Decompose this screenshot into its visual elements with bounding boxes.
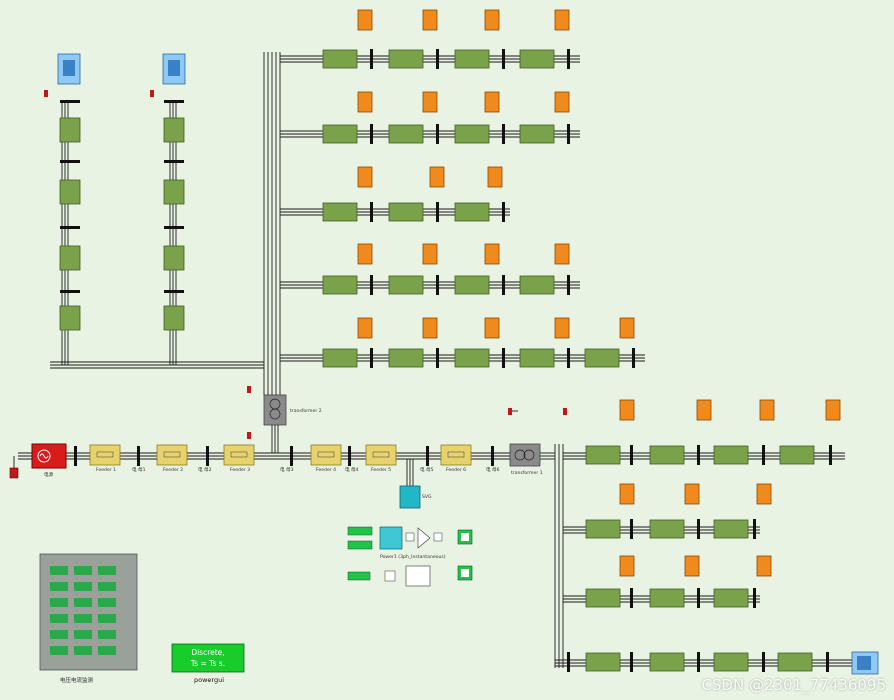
main-feeder-5[interactable]: Feeder 5 (365, 444, 397, 473)
ground-terminal (9, 456, 19, 479)
bus-1-label: 电 母1 (132, 466, 146, 473)
transformer-2-label: transformer 2 (290, 408, 322, 414)
branch-row-3 (280, 166, 510, 222)
transformer-1[interactable]: transformer 1 (509, 443, 543, 476)
source-label: 电源 (44, 471, 54, 478)
transformer-1-label: transformer 1 (511, 470, 543, 476)
svg-compensator[interactable]: SVG (399, 459, 432, 509)
main-feeder-5-label: Feeder 5 (371, 467, 391, 473)
power-source[interactable]: 电源 (31, 443, 67, 478)
t2-riser (50, 52, 281, 395)
right-feeders (567, 399, 841, 672)
meter-panel[interactable]: 电压电流监测 (39, 553, 138, 684)
powergui-line2: Ts = Ts s. (190, 659, 225, 668)
branch-row-1 (280, 9, 580, 69)
branch-row-4 (280, 243, 580, 295)
mid-pv-flag (150, 90, 154, 97)
powergui-label: powergui (194, 676, 224, 684)
main-feeder-2-label: Feeder 2 (163, 467, 183, 473)
branch-row-5 (280, 317, 645, 368)
main-feeder-4-label: Feeder 4 (316, 467, 336, 473)
bus-6-label: 电 母6 (486, 466, 500, 473)
bus-4-label: 电 母4 (345, 466, 359, 473)
branch-row-2 (280, 91, 580, 144)
main-feeder-3[interactable]: Feeder 3 (223, 444, 255, 473)
main-feeder-3-label: Feeder 3 (230, 467, 250, 473)
main-feeder-1[interactable]: Feeder 1 (89, 444, 121, 473)
main-feeder-4[interactable]: Feeder 4 (310, 444, 342, 473)
pv-station-left[interactable] (57, 53, 81, 85)
pv-station-right[interactable] (851, 651, 879, 675)
watermark: CSDN @2301_77436095 (701, 676, 886, 694)
main-buses: 电 母1 电 母2 电 母3 电 母4 电 母5 电 母6 (74, 446, 500, 473)
main-feeder-6-label: Feeder 6 (446, 467, 466, 473)
left-pv-flag (44, 90, 48, 97)
bus-5-label: 电 母5 (420, 466, 434, 473)
bus-2-label: 电 母2 (198, 466, 212, 473)
right-trunk (554, 444, 860, 668)
main-feeder-6[interactable]: Feeder 6 (440, 444, 472, 473)
main-feeder-1-label: Feeder 1 (96, 467, 116, 473)
left-column-feeders (59, 100, 185, 331)
t1-measure-flag (508, 408, 567, 415)
main-feeder-2[interactable]: Feeder 2 (156, 444, 188, 473)
powergui-line1: Discrete, (191, 648, 224, 657)
powergui-block[interactable]: Discrete, Ts = Ts s. powergui (171, 643, 245, 684)
svg-label: SVG (422, 494, 432, 500)
power-measurement: Power1 (3ph_Instantaneous) (347, 526, 473, 587)
bus-3-label: 电 母3 (280, 466, 294, 473)
pv-station-mid[interactable] (162, 53, 186, 85)
transformer-2[interactable]: transformer 2 (247, 386, 322, 453)
meter-panel-title: 电压电流监测 (60, 676, 94, 684)
power-block-label: Power1 (3ph_Instantaneous) (380, 554, 446, 560)
